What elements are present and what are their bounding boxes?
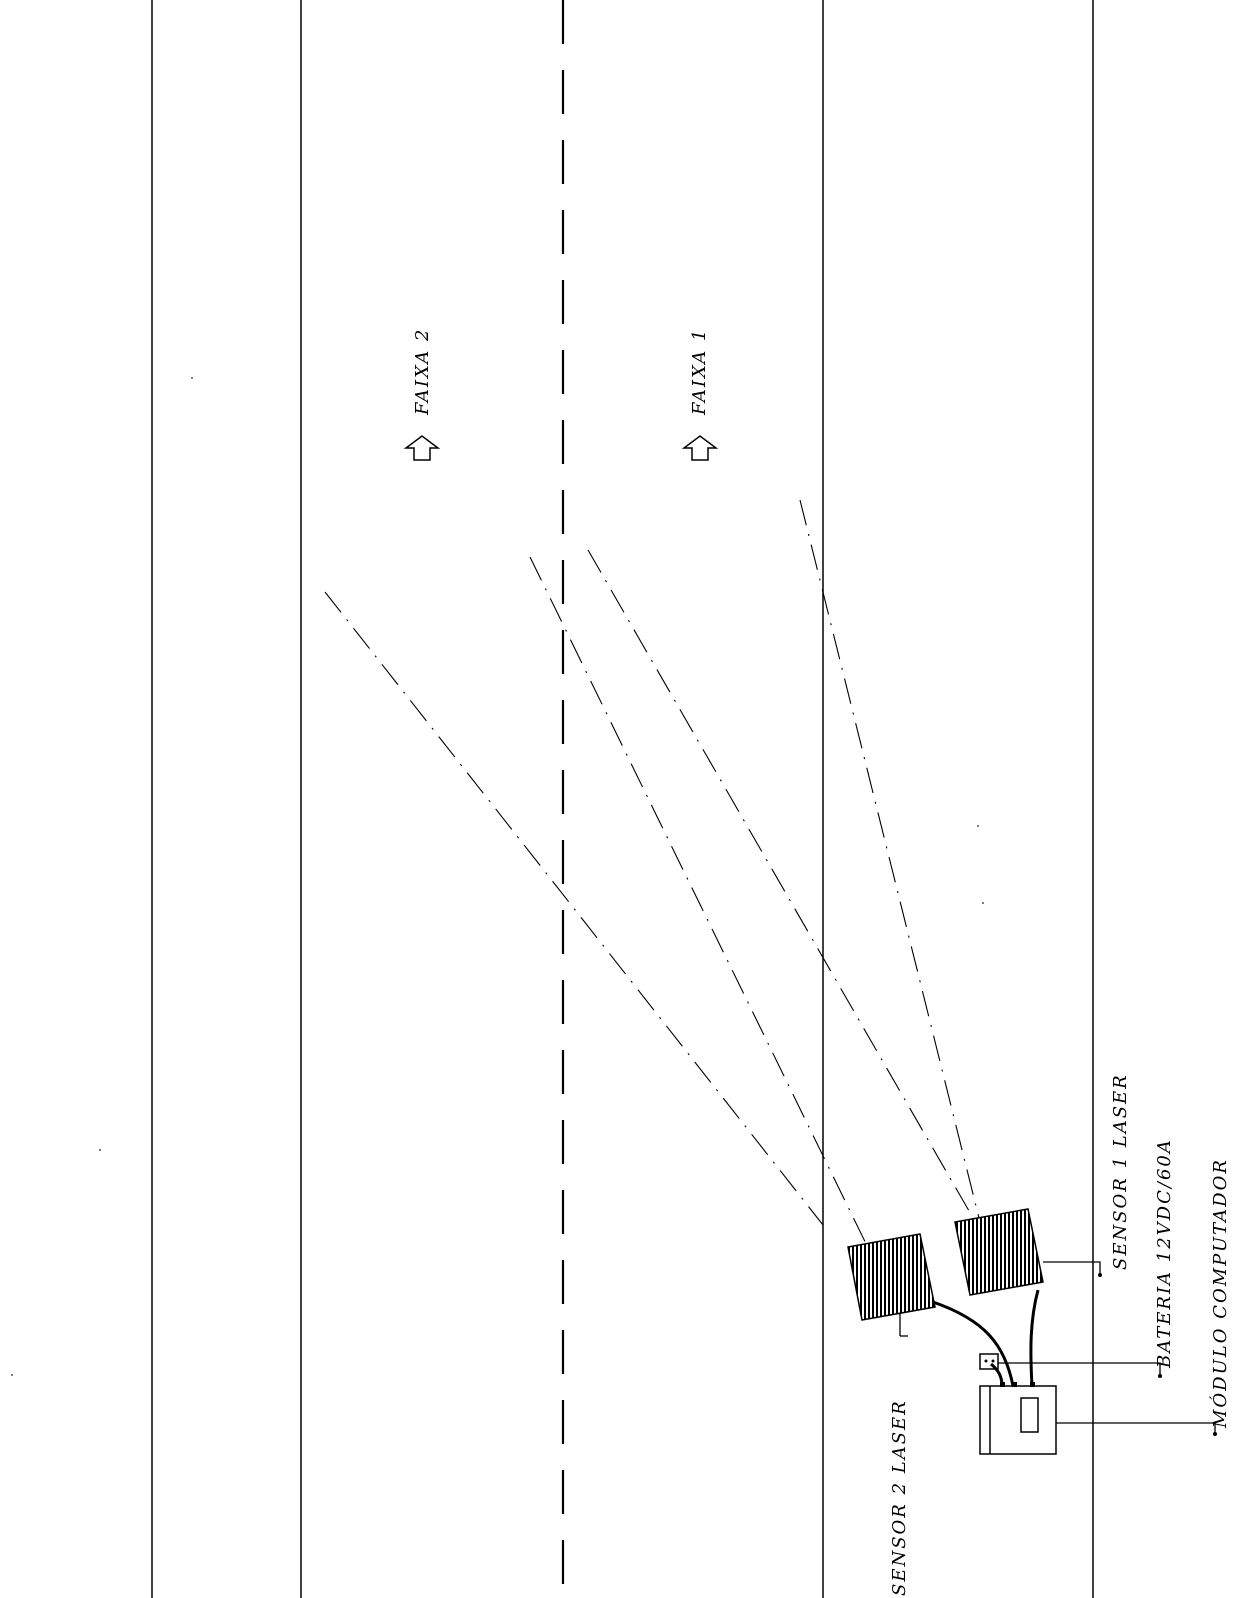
leader-computer (1056, 1422, 1216, 1434)
sensor-2-laser (847, 1233, 936, 1321)
cable-battery-to-computer (990, 1362, 1004, 1387)
direction-arrow-icon (681, 435, 719, 461)
leader-sensor-1 (1043, 1261, 1101, 1275)
direction-arrow-icon (403, 435, 441, 461)
beam-sensor-2-outer (324, 591, 824, 1226)
computer-module (979, 1382, 1057, 1455)
computer-display (1020, 1397, 1039, 1433)
cable-sensor-1-to-computer (1029, 1289, 1040, 1387)
battery-label: BATERIA 12VDC/60A (1154, 1138, 1175, 1369)
lane-2-label: FAIXA 2 (412, 328, 433, 416)
computer-label: MÓDULO COMPUTADOR (1208, 1158, 1231, 1429)
sensor-2-label: SENSOR 2 LASER (889, 1399, 910, 1596)
lane-2-marker: FAIXA 2 (403, 328, 441, 461)
leader-battery (998, 1362, 1161, 1376)
battery-icon (979, 1353, 999, 1370)
sensor-1-label: SENSOR 1 LASER (1110, 1073, 1131, 1270)
cable-sensor-2-to-computer (932, 1300, 1015, 1387)
beam-sensor-1-inner (799, 499, 981, 1223)
beam-sensor-1-outer (587, 549, 981, 1231)
lane-1-label: FAIXA 1 (689, 328, 710, 416)
lane-1-marker: FAIXA 1 (681, 328, 719, 461)
sensor-1-laser (954, 1208, 1044, 1296)
beam-sensor-2-inner (529, 556, 876, 1263)
